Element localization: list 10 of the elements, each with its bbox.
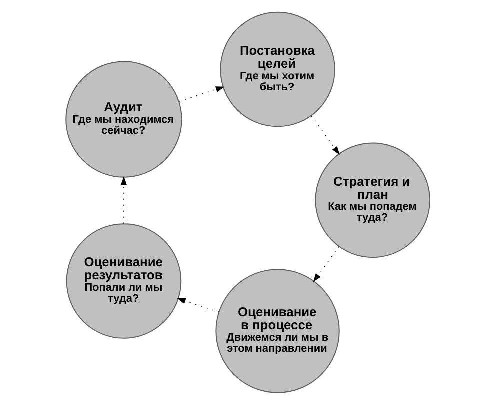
arrow — [179, 86, 225, 102]
arrow — [177, 298, 220, 313]
arrow — [313, 246, 340, 282]
node-circle: Оценивание в процессе Движемся ли мы в этом направлении — [216, 269, 340, 394]
node-circle: Оценивание результатов Попали ли мы туда? — [66, 224, 182, 339]
node-circle: Постановка целей Где мы хотим быть? — [220, 12, 336, 128]
arrow — [120, 176, 127, 224]
arrow — [311, 116, 340, 156]
node-circle: Аудит Где мы находимся сейчас? — [66, 61, 182, 178]
node-circle: Стратегия и план Как мы попадем туда? — [315, 142, 431, 258]
